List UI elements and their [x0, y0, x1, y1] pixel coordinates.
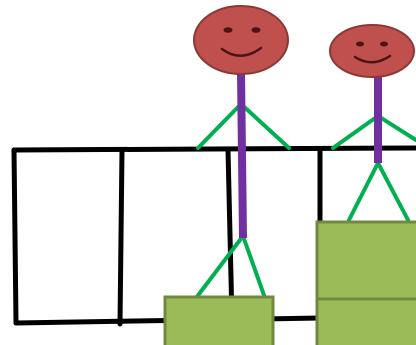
boxes — [163, 220, 416, 345]
box-stack-bottom — [315, 297, 416, 345]
right-figure-head — [329, 24, 415, 78]
right-figure-leg-left — [347, 161, 380, 222]
left-figure-smile — [220, 46, 263, 57]
left-figure-eye-left — [223, 27, 233, 33]
left-figure-arm-right — [239, 102, 291, 150]
right-figure-eye-left — [356, 41, 364, 47]
fence-post-left — [11, 147, 19, 326]
right-figure-eye-right — [380, 41, 388, 47]
box-stack-top — [315, 220, 416, 301]
left-figure-eye-right — [251, 27, 261, 33]
left-figure-leg-right — [241, 234, 267, 300]
right-figure-smile — [353, 54, 392, 64]
fence-post-3 — [225, 147, 235, 323]
left-figure — [193, 5, 291, 300]
left-figure-leg-left — [194, 234, 245, 300]
right-figure-leg-right — [376, 161, 410, 222]
left-figure-body — [237, 71, 247, 239]
right-figure-arm-left — [331, 114, 380, 150]
left-figure-arm-left — [196, 102, 243, 150]
fence — [11, 145, 416, 327]
box-bottom-left — [163, 295, 275, 345]
right-figure — [329, 24, 416, 222]
left-figure-head — [193, 5, 289, 75]
fence-post-2 — [117, 147, 125, 327]
right-figure-arm-right — [376, 114, 416, 142]
fence-outline — [11, 145, 416, 153]
